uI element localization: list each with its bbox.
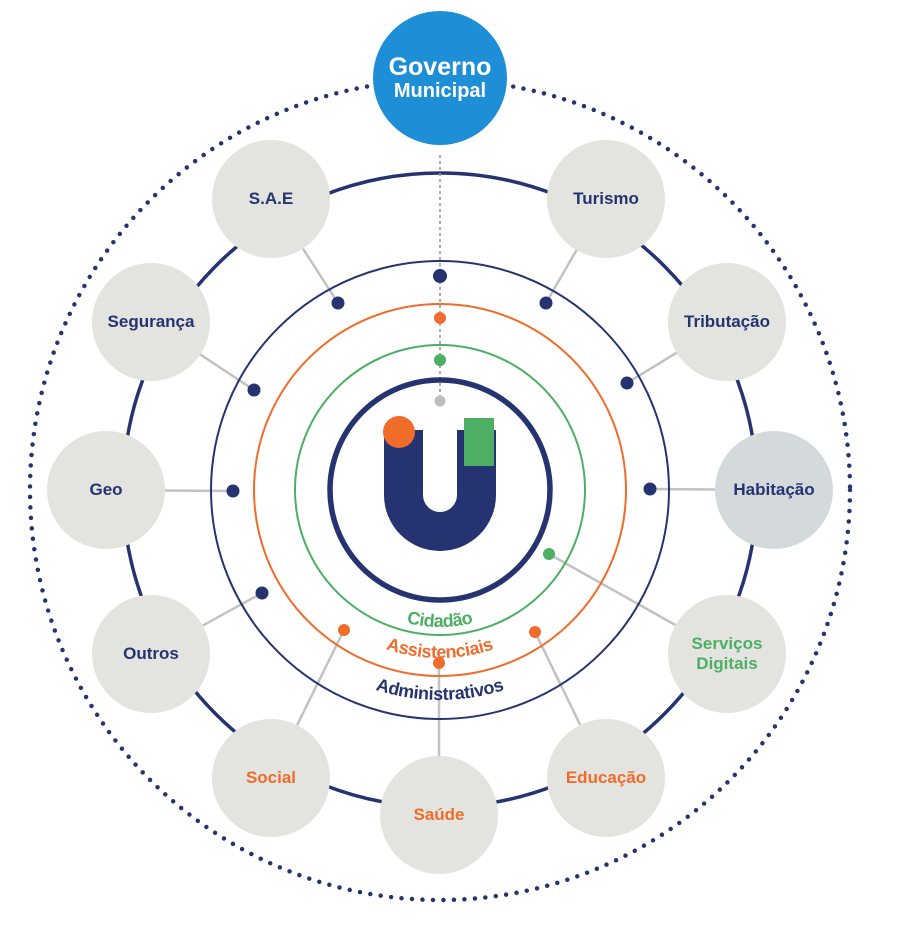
- connector-sae: [301, 247, 340, 304]
- node-social[interactable]: Social: [212, 719, 330, 837]
- anchor-dot-sae: [331, 296, 345, 310]
- ring-core: [327, 377, 553, 603]
- ring-label-cidadao-text: Cidadão: [406, 607, 475, 631]
- ring-assistenciais: [253, 303, 627, 677]
- node-habitacao[interactable]: Habitação: [715, 431, 833, 549]
- governo-title-line2: Municipal: [393, 80, 487, 103]
- node-label-servicos-digitais-2: Digitais: [696, 654, 758, 673]
- node-label-tributacao: Tributação: [684, 312, 770, 332]
- node-label-outros: Outros: [123, 644, 179, 664]
- connector-geo: [164, 489, 234, 493]
- anchor-dot-outros: [255, 586, 269, 600]
- node-sae[interactable]: S.A.E: [212, 140, 330, 258]
- anchor-dot-social: [338, 624, 350, 636]
- connector-turismo: [544, 249, 578, 304]
- node-label-geo: Geo: [89, 480, 123, 500]
- connector-outros: [202, 591, 263, 627]
- node-educacao[interactable]: Educação: [547, 719, 665, 837]
- node-connectors: [164, 247, 716, 756]
- connector-servicos-digitais: [548, 552, 677, 627]
- u-logo-icon: [383, 416, 496, 551]
- node-outros[interactable]: Outros: [92, 595, 210, 713]
- anchor-dot-turismo: [539, 296, 553, 310]
- anchor-dot-servicos-digitais: [543, 548, 555, 560]
- node-turismo[interactable]: Turismo: [547, 140, 665, 258]
- anchor-dot-tributacao: [620, 376, 634, 390]
- node-label-habitacao: Habitação: [733, 480, 815, 500]
- ring-label-cidadao: Cidadão: [406, 607, 475, 631]
- node-label-seguranca: Segurança: [107, 312, 195, 332]
- node-label-educacao: Educação: [565, 768, 647, 788]
- node-seguranca[interactable]: Segurança: [92, 263, 210, 381]
- node-label-turismo: Turismo: [573, 189, 639, 209]
- anchor-dot-habitacao: [643, 482, 657, 496]
- anchor-dot-educacao: [529, 626, 541, 638]
- center-axis-dot-cidadao: [434, 354, 446, 366]
- connector-tributacao: [626, 351, 678, 385]
- node-label-servicos-digitais-1: Serviços: [691, 634, 763, 654]
- connector-educacao: [533, 631, 582, 726]
- center-axis-dot-core: [434, 395, 446, 407]
- anchor-dot-geo: [226, 484, 240, 498]
- node-geo[interactable]: Geo: [47, 431, 165, 549]
- ring-administrativos: [210, 260, 670, 720]
- governo-title-line1: Governo: [388, 52, 492, 81]
- connector-seguranca: [199, 353, 255, 392]
- center-axis-dot-admin: [433, 269, 447, 283]
- anchor-dot-saude: [433, 657, 445, 669]
- ring-anchor-dots: [226, 269, 657, 669]
- node-label-sae: S.A.E: [248, 189, 294, 209]
- ring-label-assistenciais-text: Assistenciais: [385, 634, 496, 662]
- ring-cidadao: [294, 344, 586, 636]
- node-tributacao[interactable]: Tributação: [668, 263, 786, 381]
- node-saude[interactable]: Saúde: [380, 756, 498, 874]
- anchor-dot-seguranca: [247, 383, 261, 397]
- center-axis-dot-assist: [434, 312, 446, 324]
- connector-habitacao: [649, 487, 716, 491]
- u-logo-green-bar: [464, 418, 494, 466]
- u-logo-orange-dot: [383, 416, 415, 448]
- ring-label-assistenciais: Assistenciais: [385, 634, 496, 662]
- connector-social: [295, 629, 346, 726]
- node-label-social: Social: [245, 768, 297, 788]
- node-label-saude: Saúde: [413, 805, 465, 825]
- governo-municipal-node[interactable]: Governo Municipal: [373, 11, 507, 145]
